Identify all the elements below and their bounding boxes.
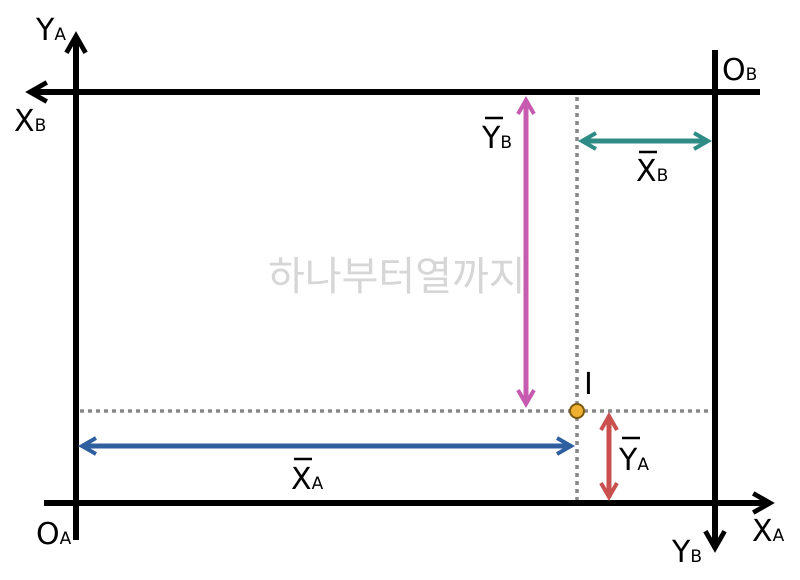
label-yb: YB xyxy=(671,535,702,570)
label-xb: XB xyxy=(14,104,46,139)
label-xa: XA xyxy=(752,514,785,549)
label-ybar-b: YB xyxy=(481,121,512,156)
label-ob: OB xyxy=(722,53,757,88)
label-xbar-a: XA xyxy=(291,462,324,497)
label-ybar-a: YA xyxy=(618,443,649,478)
label-xbar-b: XB xyxy=(636,154,668,189)
label-oa: OA xyxy=(36,517,72,552)
watermark-text: 하나부터열까지 xyxy=(268,254,526,300)
point-i xyxy=(569,403,585,419)
point-i-label: I xyxy=(584,367,593,402)
label-ya: YA xyxy=(35,13,66,48)
